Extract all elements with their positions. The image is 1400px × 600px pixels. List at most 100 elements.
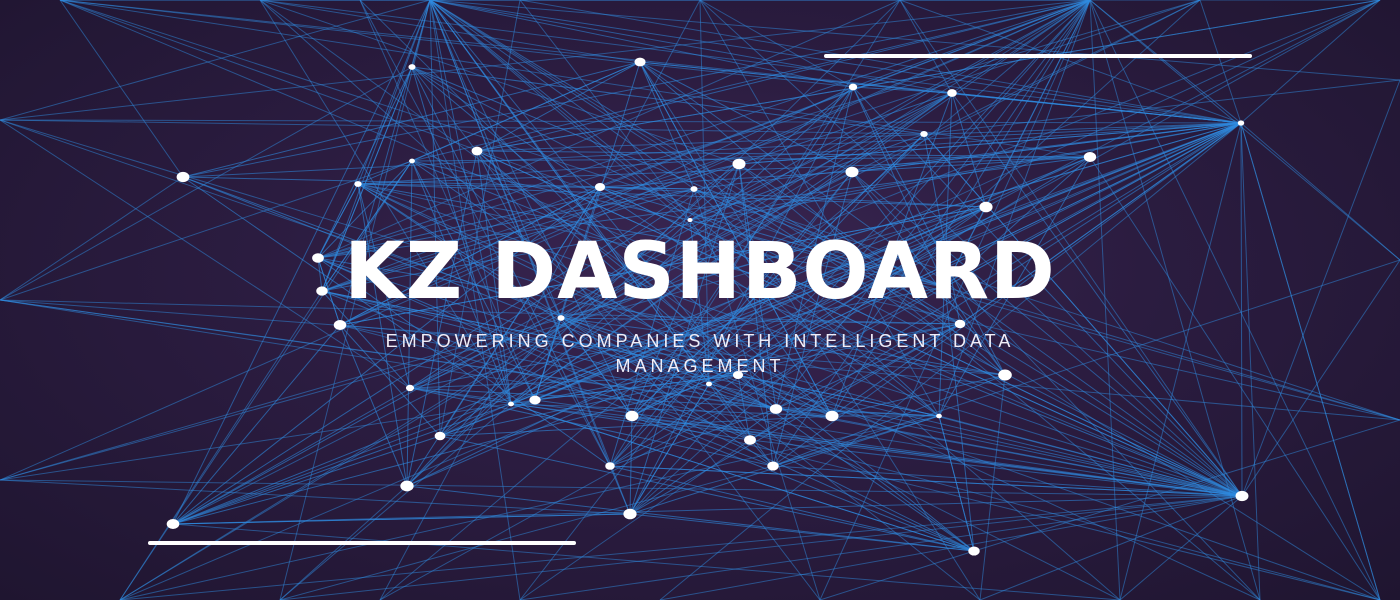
network-link bbox=[775, 408, 1243, 497]
network-link bbox=[406, 150, 478, 487]
network-link bbox=[321, 0, 1201, 292]
network-link bbox=[172, 513, 631, 525]
network-link bbox=[749, 439, 774, 467]
network-node bbox=[690, 186, 698, 192]
network-link bbox=[0, 160, 413, 301]
network-link bbox=[279, 465, 774, 600]
network-link bbox=[259, 0, 641, 63]
network-link bbox=[1240, 0, 1381, 124]
network-link bbox=[411, 66, 512, 405]
network-link bbox=[321, 290, 940, 417]
network-link bbox=[851, 122, 1242, 173]
network-link bbox=[321, 0, 431, 292]
decorative-line-top bbox=[824, 54, 1252, 58]
network-link bbox=[749, 439, 1243, 497]
network-link bbox=[831, 374, 1006, 417]
network-link bbox=[182, 61, 641, 178]
network-node bbox=[408, 64, 416, 70]
network-link bbox=[693, 188, 821, 600]
banner-title: KZ DASHBOARD bbox=[344, 227, 1056, 317]
network-link bbox=[317, 0, 901, 259]
network-link bbox=[357, 183, 1261, 600]
network-link bbox=[0, 122, 1242, 481]
network-link bbox=[476, 150, 1243, 497]
network-link bbox=[279, 495, 1243, 600]
network-link bbox=[629, 383, 710, 515]
network-link bbox=[938, 415, 1243, 497]
network-link bbox=[429, 0, 695, 190]
network-link bbox=[599, 0, 701, 188]
network-link bbox=[406, 206, 987, 487]
network-link bbox=[379, 186, 601, 600]
network-link bbox=[659, 122, 1242, 600]
network-node bbox=[920, 130, 928, 138]
network-link bbox=[689, 219, 710, 385]
network-link bbox=[534, 206, 987, 401]
network-link bbox=[699, 0, 854, 88]
network-node bbox=[1235, 490, 1249, 502]
network-node bbox=[769, 404, 783, 414]
network-link bbox=[689, 92, 953, 221]
network-link bbox=[979, 495, 1243, 600]
network-link bbox=[59, 0, 946, 288]
network-link bbox=[317, 188, 695, 259]
network-link bbox=[609, 465, 631, 515]
network-link bbox=[172, 188, 695, 525]
network-link bbox=[944, 286, 975, 552]
network-link bbox=[182, 176, 777, 410]
network-link bbox=[321, 290, 411, 389]
network-node bbox=[434, 431, 446, 441]
network-link bbox=[609, 465, 975, 552]
network-link bbox=[944, 286, 1400, 421]
network-link bbox=[944, 156, 1091, 288]
network-link bbox=[0, 299, 833, 417]
network-node bbox=[508, 401, 514, 407]
network-link bbox=[357, 183, 946, 288]
network-link bbox=[0, 119, 739, 376]
network-link bbox=[689, 0, 1091, 221]
network-link bbox=[772, 171, 853, 467]
network-link bbox=[411, 66, 821, 600]
network-link bbox=[321, 0, 1091, 292]
network-link bbox=[59, 0, 961, 325]
network-link bbox=[339, 324, 408, 487]
network-link bbox=[439, 435, 975, 552]
network-link bbox=[476, 150, 562, 319]
network-node bbox=[594, 182, 606, 192]
network-link bbox=[429, 0, 1400, 81]
network-link bbox=[119, 290, 323, 600]
network-link bbox=[629, 408, 777, 515]
network-link bbox=[172, 435, 441, 525]
network-link bbox=[317, 163, 740, 259]
network-link bbox=[411, 66, 940, 417]
network-link bbox=[172, 324, 341, 525]
network-node bbox=[354, 181, 362, 187]
network-link bbox=[182, 122, 1242, 178]
network-link bbox=[379, 122, 1242, 600]
network-link bbox=[0, 299, 1243, 497]
network-link bbox=[689, 133, 925, 221]
network-link bbox=[629, 415, 633, 515]
network-node bbox=[634, 57, 646, 67]
network-link bbox=[699, 0, 940, 417]
network-link bbox=[749, 439, 975, 552]
network-link bbox=[979, 374, 1006, 600]
network-link bbox=[119, 122, 1242, 600]
network-link bbox=[317, 257, 975, 552]
network-link bbox=[639, 61, 1242, 124]
network-node bbox=[316, 286, 328, 296]
network-link bbox=[831, 0, 1091, 417]
network-link bbox=[317, 257, 341, 326]
network-link bbox=[609, 408, 777, 467]
network-link bbox=[1240, 122, 1381, 600]
network-link bbox=[0, 399, 536, 481]
network-link bbox=[279, 403, 512, 600]
network-link bbox=[1089, 0, 1121, 600]
network-link bbox=[599, 186, 987, 208]
network-link bbox=[359, 0, 777, 410]
network-link bbox=[510, 403, 833, 417]
network-link bbox=[629, 86, 854, 515]
network-link bbox=[172, 156, 1091, 525]
